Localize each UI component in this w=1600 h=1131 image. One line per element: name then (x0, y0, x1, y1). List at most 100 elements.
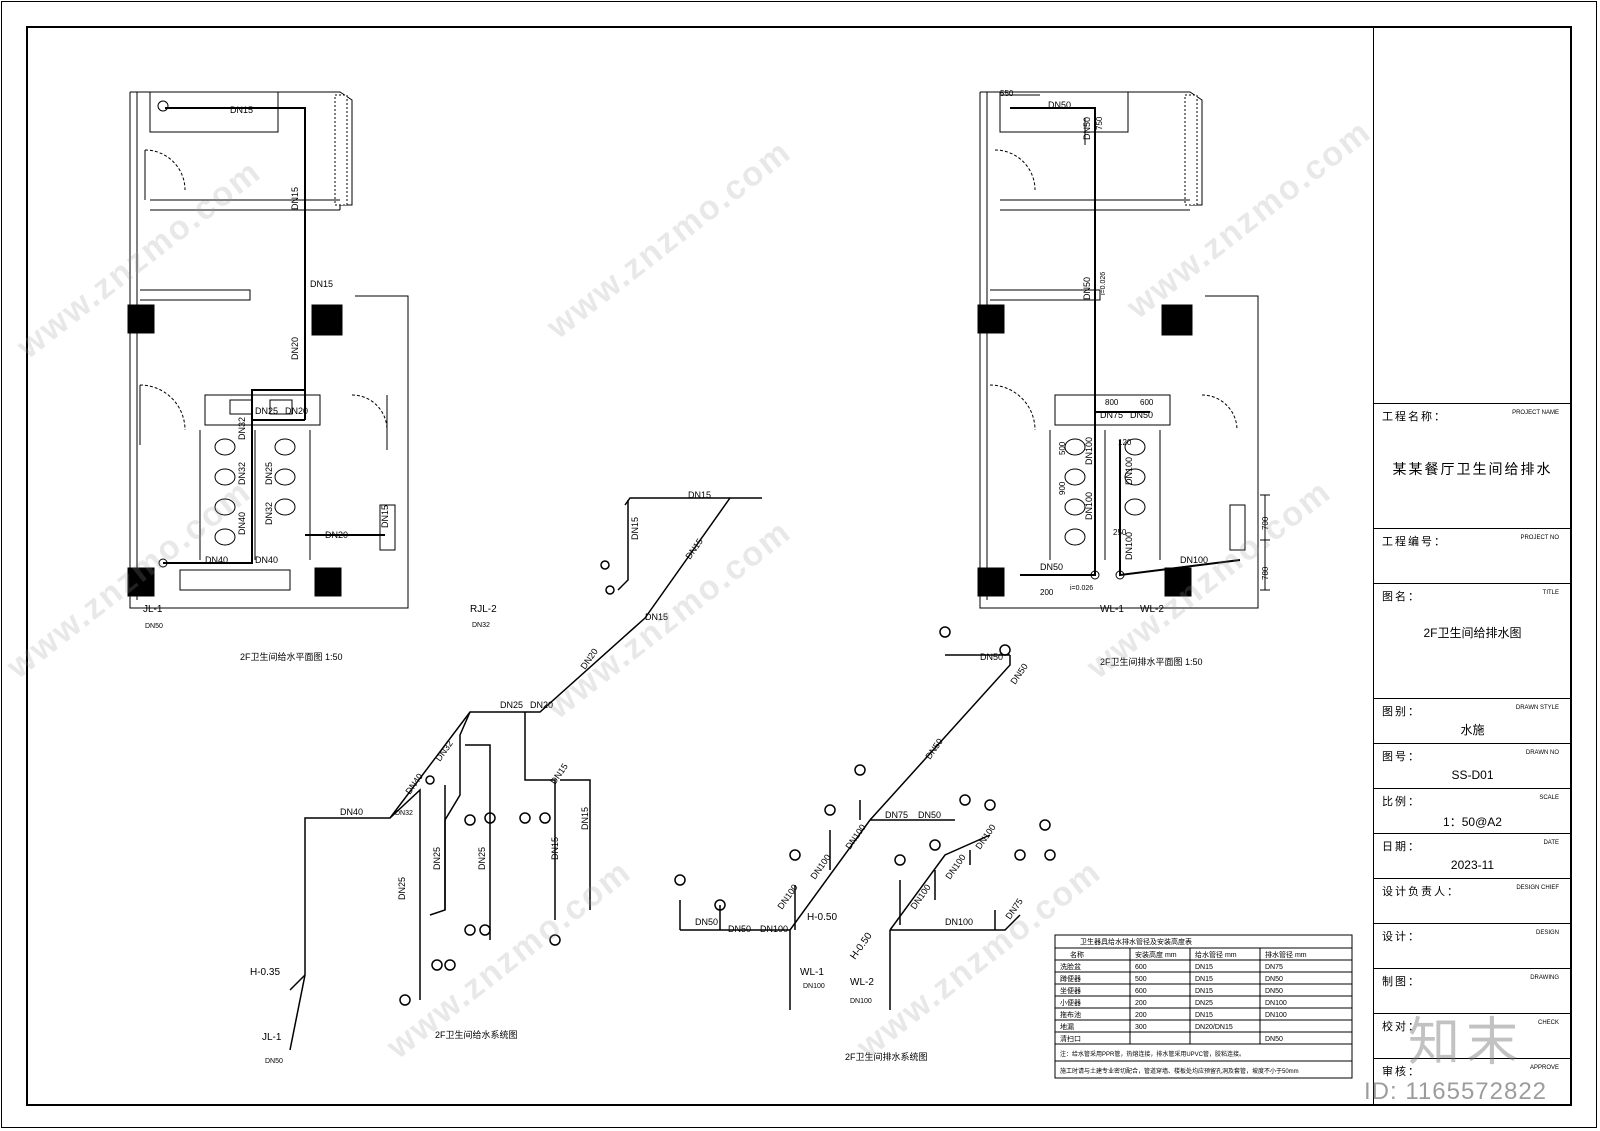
label-dn40-a: DN40 (237, 512, 247, 535)
td-5-2: DN20/DN15 (1195, 1024, 1233, 1031)
dim-350: 120 (1118, 438, 1132, 447)
tb-drawn-style: 图别： DRAWN STYLE 水施 (1374, 698, 1571, 743)
table-note-2: 施工时请与土建专业密切配合，管道穿墙、楼板处均应预留孔洞及套管，坡度不小于50m… (1060, 1067, 1299, 1075)
sheet-inner-border (26, 26, 1572, 1106)
id-watermark: ID: 1165572822 (1364, 1078, 1548, 1105)
label-dn25-b: DN25 (264, 462, 274, 485)
label-dn40-ax1: DN40 (340, 807, 363, 817)
tb-drawn-no: 图号： DRAWN NO SS-D01 (1374, 743, 1571, 788)
td-5-1: 300 (1135, 1024, 1147, 1031)
label-dn75-d1: DN75 (1100, 410, 1123, 420)
label-dn15-c: DN15 (310, 279, 333, 289)
fixture-table-title: 卫生器具给水排水管径及安装高度表 (1080, 937, 1192, 946)
td-4-3: DN100 (1265, 1012, 1287, 1019)
label-dn50-d4: DN50 (1130, 410, 1153, 420)
supply-plan-title: 2F卫生间给水平面图 1:50 (240, 651, 343, 662)
label-dn15-ax6: DN15 (580, 807, 590, 830)
td-3-1: 200 (1135, 1000, 1147, 1007)
label-dn100-d2: DN100 (1084, 492, 1094, 520)
label-dn50-ax4: DN50 (918, 810, 941, 820)
td-4-0: 拖布池 (1060, 1010, 1081, 1019)
label-dn15-ax7: DN15 (550, 837, 560, 860)
label-dn50-d2: DN50 (1082, 117, 1092, 140)
td-1-1: 500 (1135, 976, 1147, 983)
drain-plan-title: 2F卫生间排水平面图 1:50 (1100, 656, 1203, 667)
td-3-2: DN25 (1195, 1000, 1213, 1007)
label-dn40-c: DN40 (255, 555, 278, 565)
label-dn20-c: DN20 (325, 530, 348, 540)
label-dn100-ax7: DN100 (945, 917, 973, 927)
supply-plan (127, 91, 409, 609)
date-value: 2023-11 (1450, 858, 1495, 872)
fixture-table-grid (1054, 934, 1353, 1079)
label-dn25-ax2: DN25 (397, 877, 407, 900)
label-dn15-b: DN15 (290, 187, 300, 210)
th-drain: 排水管径 mm (1265, 950, 1307, 959)
label-dn15-ax3: DN15 (683, 537, 704, 562)
td-2-1: 600 (1135, 988, 1147, 995)
supply-axon-title: 2F卫生间给水系统图 (435, 1029, 518, 1040)
td-4-1: 200 (1135, 1012, 1147, 1019)
label-dn100-wl1: DN100 (803, 983, 825, 990)
label-dn100-d3: DN100 (1124, 457, 1134, 485)
dim-700: 700 (1261, 516, 1270, 530)
label-dn100-ax5: DN100 (943, 852, 967, 881)
label-dn32-ax1: DN32 (395, 810, 413, 817)
brand-watermark: 知末 (1408, 1014, 1525, 1072)
label-dn15-ax2: DN15 (630, 517, 640, 540)
label-slope-d1: i=0.026 (1100, 272, 1107, 295)
title-value: 2F卫生间给排水图 (1423, 626, 1522, 640)
label-h050-b: H-0.50 (848, 930, 874, 961)
td-1-0: 蹲便器 (1060, 974, 1081, 983)
drawn-style-value: 水施 (1460, 723, 1485, 737)
th-supply: 给水管径 mm (1195, 950, 1237, 959)
dim-900: 900 (1058, 481, 1067, 495)
scale-value: 1：50@A2 (1443, 815, 1502, 829)
td-1-3: DN50 (1265, 976, 1283, 983)
label-dn100-ax4: DN100 (760, 924, 788, 934)
label-dn100-d4: DN100 (1124, 532, 1134, 560)
label-dn20-ax2: DN20 (530, 700, 553, 710)
project-name-value: 某某餐厅卫生间给排水 (1392, 461, 1553, 477)
label-dn25-ax4: DN25 (477, 847, 487, 870)
label-dn50-d5: DN50 (1040, 562, 1063, 572)
label-dn50-ax1: DN50 (980, 652, 1003, 662)
supply-axonometric (289, 497, 762, 1051)
label-dn50-ax6: DN50 (728, 924, 751, 934)
td-1-2: DN15 (1195, 976, 1213, 983)
td-3-0: 小便器 (1060, 998, 1081, 1007)
tb-date: 日期： DATE 2023-11 (1374, 833, 1571, 878)
label-dn32-rjl2: DN32 (472, 622, 490, 629)
th-name: 名称 (1070, 950, 1084, 959)
label-dn25-ax1: DN25 (500, 700, 523, 710)
td-0-2: DN15 (1195, 964, 1213, 971)
dim-250: 250 (1113, 528, 1127, 537)
label-dn15-d: DN15 (380, 505, 390, 528)
tb-design: 设计： DESIGN (1374, 923, 1571, 968)
drain-axonometric (674, 626, 1056, 1010)
drain-axon-title: 2F卫生间排水系统图 (845, 1051, 928, 1062)
tb-check: 校对： CHECK (1374, 1013, 1571, 1058)
label-dn100-d1: DN100 (1084, 437, 1094, 465)
tb-design-chief: 设计负责人： DESIGN CHIEF (1374, 878, 1571, 923)
tb-title: 图名： TITLE 2F卫生间给排水图 (1374, 583, 1571, 698)
label-dn25-ax3: DN25 (432, 847, 442, 870)
label-dn100-d5: DN100 (1180, 555, 1208, 565)
label-dn100-ax8: DN100 (973, 822, 997, 851)
td-6-3: DN50 (1265, 1036, 1283, 1043)
label-dn20-a: DN20 (290, 337, 300, 360)
label-slope-d2: i=0.026 (1070, 585, 1093, 592)
td-4-2: DN15 (1195, 1012, 1213, 1019)
label-dn25-a: DN25 (255, 406, 278, 416)
label-dn50-ax3: DN50 (923, 737, 944, 762)
label-dn50-d1: DN50 (1048, 100, 1071, 110)
label-dn32-ax2: DN32 (433, 739, 454, 764)
label-dn50-jl1-ax: DN50 (265, 1058, 283, 1065)
label-h035: H-0.35 (250, 967, 280, 978)
label-dn32-c: DN32 (264, 502, 274, 525)
label-wl2-ax: WL-2 (850, 977, 874, 988)
label-dn100-ax1: DN100 (843, 822, 867, 851)
label-dn40-b: DN40 (205, 555, 228, 565)
